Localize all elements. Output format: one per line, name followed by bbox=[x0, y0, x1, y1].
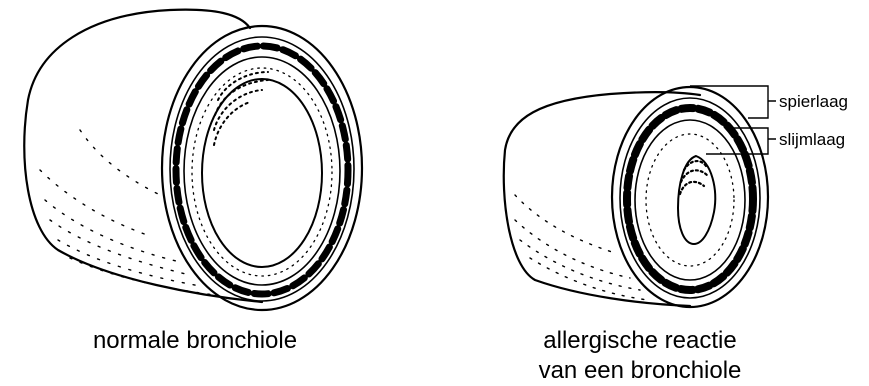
allergic-caption-line-2: van een bronchiole bbox=[470, 356, 810, 386]
normal-lumen bbox=[202, 79, 322, 267]
allergic-caption-line-1: allergische reactie bbox=[470, 326, 810, 356]
allergic-muscle-inner bbox=[635, 120, 745, 280]
allergic-bronchiole-caption: allergische reactie van een bronchiole bbox=[470, 326, 810, 386]
normal-muscle-inner bbox=[184, 57, 340, 285]
mucus-layer-label: slijmlaag bbox=[779, 130, 845, 149]
allergic-bronchiole-drawing bbox=[504, 87, 768, 307]
normal-muscle-outer bbox=[170, 37, 354, 301]
muscle-layer-label: spierlaag bbox=[779, 92, 848, 111]
allergic-lumen-shading bbox=[680, 161, 708, 194]
normal-mucus-layer bbox=[192, 68, 332, 276]
normal-lumen-shading bbox=[214, 72, 268, 145]
normal-bronchiole-caption: normale bronchiole bbox=[40, 326, 350, 356]
normal-bronchiole-drawing bbox=[24, 10, 362, 310]
